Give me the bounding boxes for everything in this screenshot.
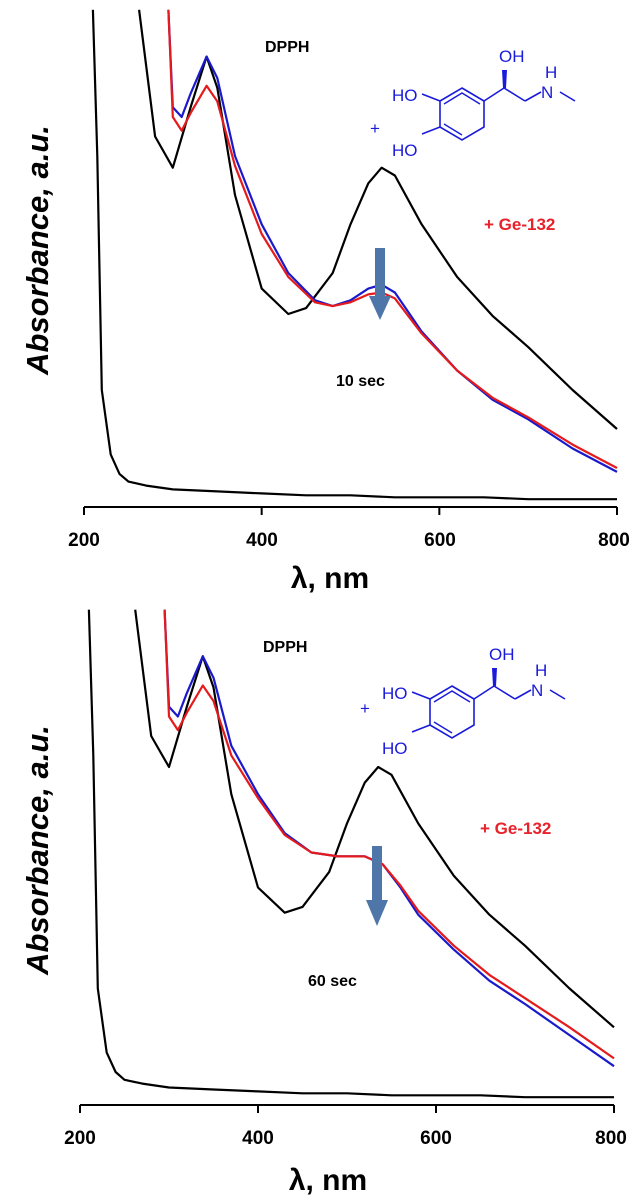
tick-label-3: 800 (598, 530, 630, 551)
ho-bottom: HO (392, 141, 418, 160)
dpph-label: DPPH (265, 39, 309, 56)
ho-top: HO (382, 684, 408, 703)
nh-n: N (541, 83, 553, 102)
x-ticks (83, 507, 618, 515)
tick-label-1: 400 (242, 1128, 274, 1149)
nh-h: H (535, 661, 547, 680)
ge132-label: + Ge-132 (484, 215, 555, 234)
tick-label-1: 400 (246, 530, 278, 551)
trace-baseline (91, 9, 617, 501)
trace-dpph (134, 609, 615, 1029)
plus-sign: + (370, 119, 380, 138)
plus-sign: + (360, 699, 370, 718)
trace-dpph (138, 9, 618, 430)
nh-h: H (545, 63, 557, 82)
tick-label-2: 600 (424, 530, 456, 551)
nh-n: N (531, 681, 543, 700)
oh-label: OH (489, 645, 515, 664)
time-label: 60 sec (308, 973, 357, 990)
x-axis-title: λ, nm (289, 1164, 367, 1197)
adrenaline-structure: + HO HO OH H N (370, 47, 576, 160)
trace-red (167, 9, 618, 469)
decrease-arrow (366, 846, 388, 926)
y-axis-title: Absorbance, a.u. (20, 725, 55, 976)
x-axis-title: λ, nm (291, 562, 369, 595)
ge132-label: + Ge-132 (480, 819, 551, 838)
tick-label-2: 600 (420, 1128, 452, 1149)
x-ticks (79, 1105, 615, 1113)
ho-bottom: HO (382, 739, 408, 758)
time-label: 10 sec (336, 373, 385, 390)
y-axis-title: Absorbance, a.u. (20, 125, 55, 376)
tick-label-0: 200 (68, 530, 100, 551)
spectrum-panel-10sec: 200 400 600 800 λ, nm Absorbance, a.u. D… (20, 9, 630, 595)
adrenaline-structure: + HO HO OH H N (360, 645, 566, 758)
dpph-label: DPPH (263, 639, 307, 656)
trace-baseline (87, 609, 614, 1099)
plot-lines (87, 609, 615, 1099)
tick-label-0: 200 (64, 1128, 96, 1149)
tick-label-3: 800 (595, 1128, 627, 1149)
spectrum-panel-60sec: 200 400 600 800 λ, nm Absorbance, a.u. D… (20, 609, 627, 1197)
plot-lines (91, 9, 618, 501)
decrease-arrow (369, 248, 391, 320)
oh-label: OH (499, 47, 525, 66)
ho-top: HO (392, 86, 418, 105)
trace-red (163, 609, 615, 1060)
